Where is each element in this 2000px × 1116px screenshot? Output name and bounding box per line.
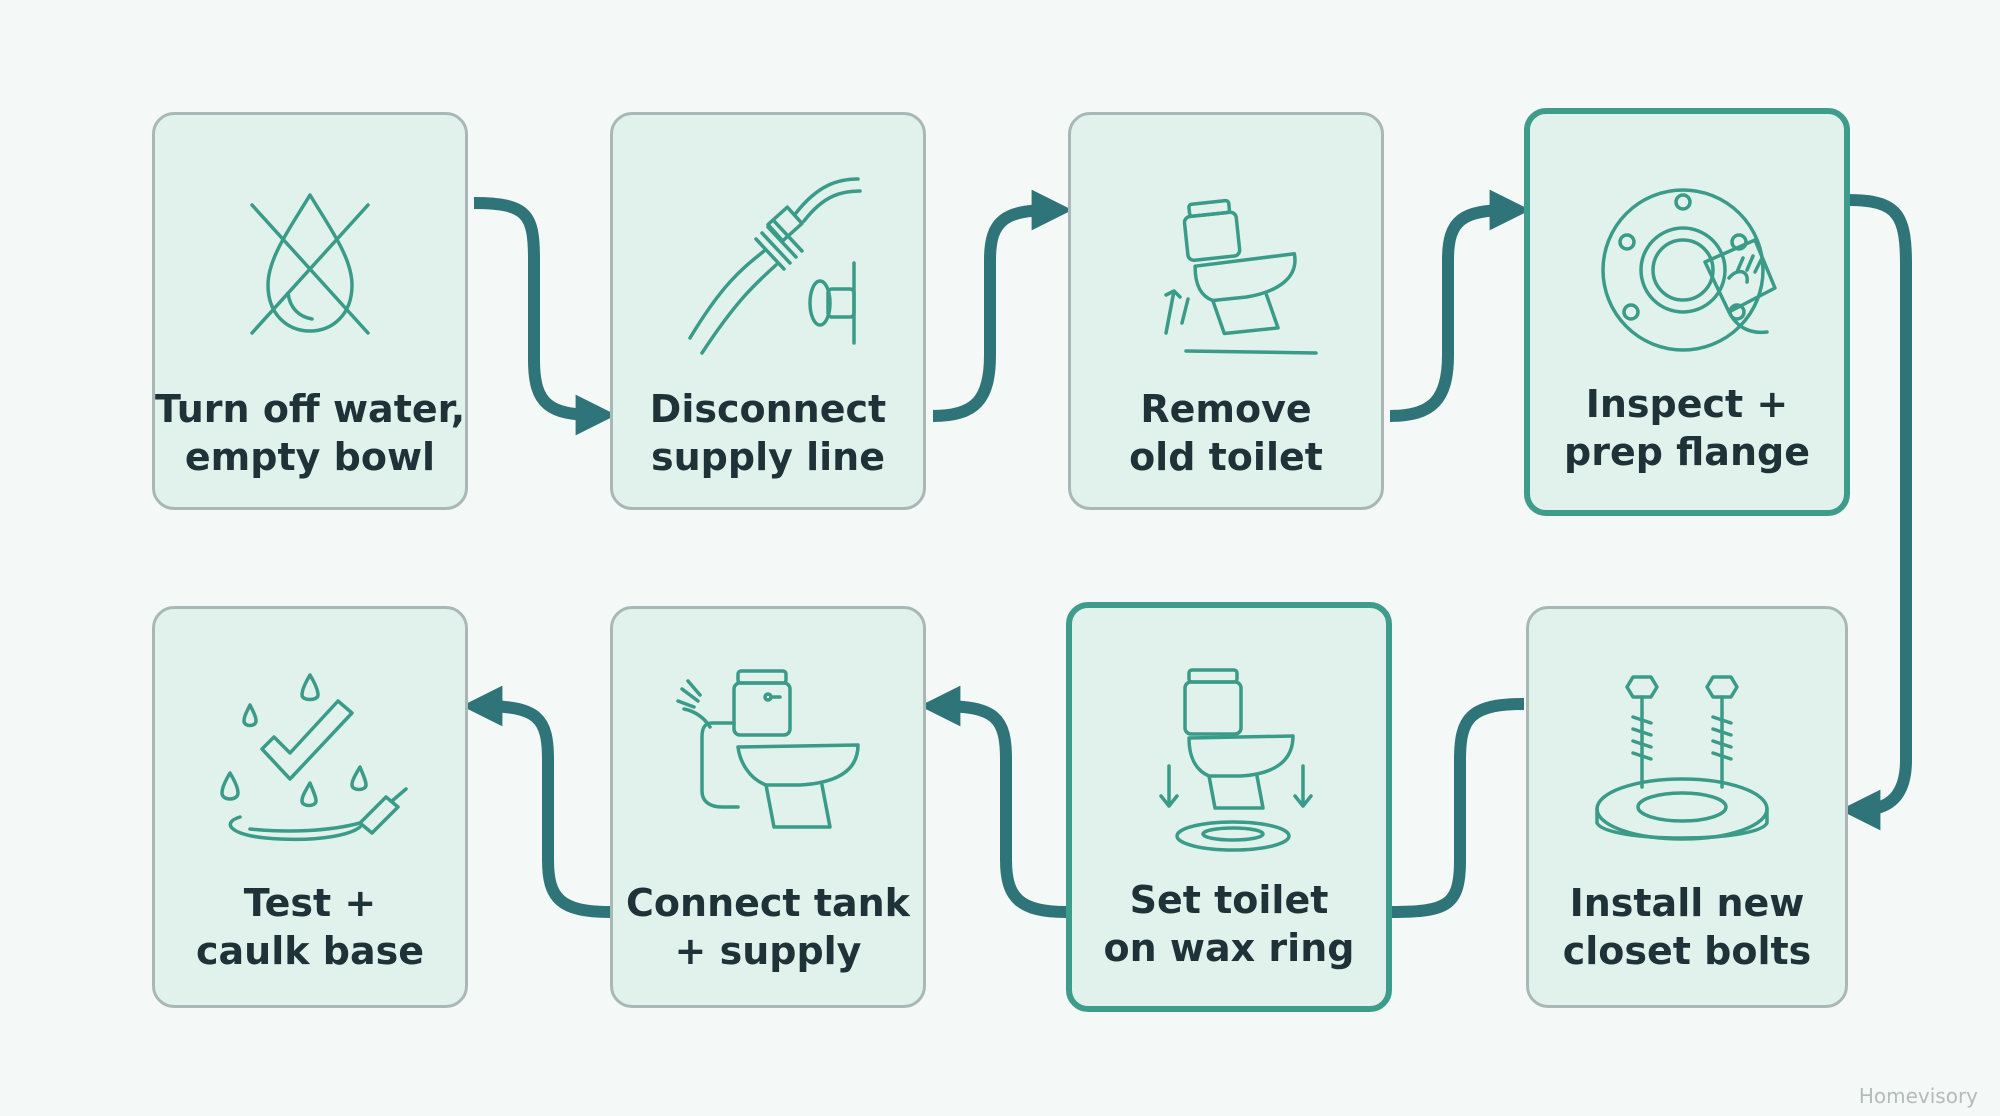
flange-clean-icon [1601, 188, 1777, 352]
toilet-wax-ring-icon [1159, 668, 1313, 852]
arrow-4-5 [1839, 194, 1912, 831]
step-label: Inspect +prep flange [1564, 382, 1810, 474]
step-label: Turn off water,empty bowl [155, 387, 466, 479]
step-label: Connect tank+ supply [626, 881, 910, 973]
water-off-icon [250, 193, 370, 335]
step-turn-off-water: Turn off water,empty bowl [152, 112, 468, 510]
arrow-6-7 [919, 685, 1067, 918]
arrow-5-6 [1391, 698, 1525, 918]
toilet-lift-icon [1164, 198, 1318, 355]
test-caulk-icon [220, 673, 408, 842]
arrow-3-4 [1389, 189, 1531, 422]
step-label: Test +caulk base [196, 881, 424, 973]
step-connect-tank: Connect tank+ supply [610, 606, 926, 1008]
closet-bolts-icon [1595, 675, 1769, 841]
arrow-1-2 [473, 197, 617, 436]
step-inspect-flange: Inspect +prep flange [1524, 108, 1850, 516]
supply-hose-icon [688, 177, 862, 355]
brand-watermark: Homevisory [1858, 1084, 1978, 1108]
step-test-caulk: Test +caulk base [152, 606, 468, 1008]
toilet-supply-icon [676, 669, 860, 829]
arrow-7-8 [461, 685, 611, 918]
arrow-2-3 [932, 189, 1073, 422]
